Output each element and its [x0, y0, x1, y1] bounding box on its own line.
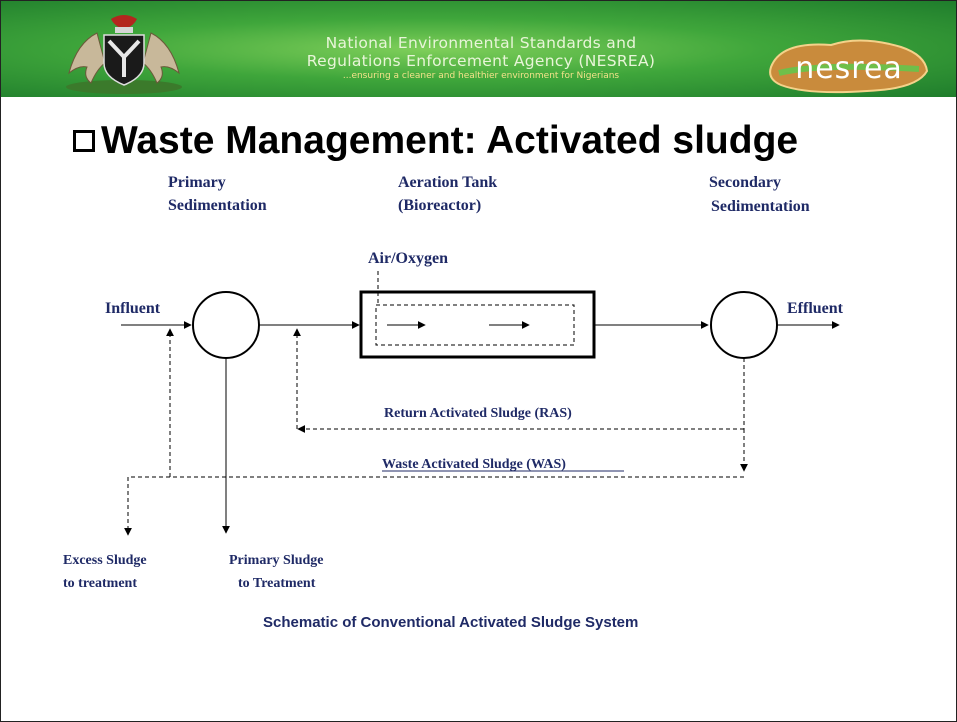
secondary-clarifier [710, 291, 778, 359]
aeration-inner-zone [375, 304, 575, 346]
air-oxygen-label: Air/Oxygen [368, 250, 448, 267]
aeration-tank-label-1: Aeration Tank [398, 174, 497, 191]
effluent-label: Effluent [787, 300, 844, 317]
slide-title: Waste Management: Activated sludge [101, 119, 799, 162]
excess-sludge-label-1: Excess Sludge [63, 553, 147, 568]
slide-title-row: Waste Management: Activated sludge [73, 111, 798, 171]
primary-sedimentation-label-1: Primary [168, 174, 226, 191]
secondary-sedimentation-label-2: Sedimentation [711, 198, 810, 215]
influent-label: Influent [105, 300, 161, 317]
primary-sludge-label-1: Primary Sludge [229, 553, 324, 568]
ras-label: Return Activated Sludge (RAS) [384, 406, 572, 421]
primary-sludge-label-2: to Treatment [238, 576, 316, 591]
primary-clarifier [192, 291, 260, 359]
agency-name-line2: Regulations Enforcement Agency (NESREA) [306, 52, 656, 70]
agency-name-line1: National Environmental Standards and [325, 34, 637, 52]
agency-tagline: ...ensuring a cleaner and healthier envi… [342, 71, 620, 81]
primary-sedimentation-label-2: Sedimentation [168, 197, 267, 214]
coat-of-arms-icon [66, 15, 182, 94]
nesrea-logo-text: nesrea [795, 51, 903, 86]
secondary-sedimentation-label-1: Secondary [709, 174, 781, 191]
aeration-tank-label-2: (Bioreactor) [398, 197, 481, 214]
was-label: Waste Activated Sludge (WAS) [382, 457, 566, 472]
diagram-caption: Schematic of Conventional Activated Slud… [263, 614, 638, 631]
nesrea-logo: nesrea [759, 37, 939, 95]
bullet-box-icon [73, 130, 95, 152]
header-banner: National Environmental Standards and Reg… [1, 1, 956, 97]
nesrea-logo-shape-icon [769, 39, 929, 94]
excess-sludge-label-2: to treatment [63, 576, 137, 591]
